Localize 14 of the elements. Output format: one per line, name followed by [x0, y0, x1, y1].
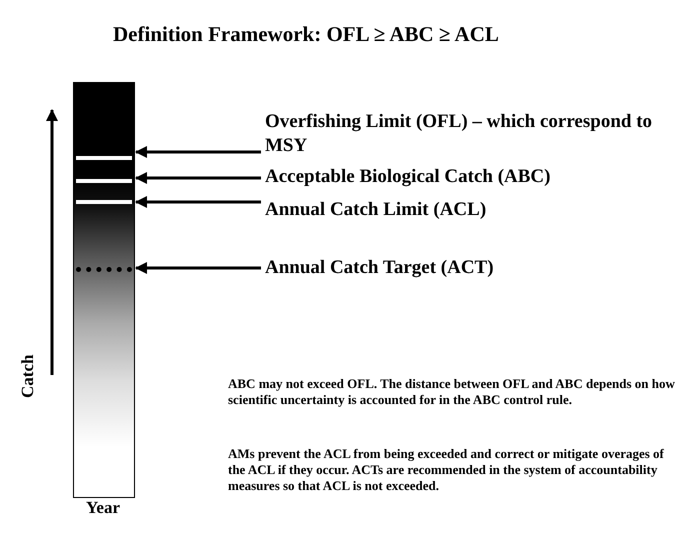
arrow [135, 262, 261, 274]
axis-label: Catch [18, 354, 38, 398]
limit-label: Overfishing Limit (OFL) – which correspond to MSY [265, 110, 665, 158]
catch-bar [73, 82, 135, 498]
axis-label: Year [86, 498, 120, 518]
arrow [135, 172, 261, 184]
limit-label: Annual Catch Limit (ACL) [265, 198, 665, 222]
diagram-title: Definition Framework: OFL ≥ ABC ≥ ACL [113, 22, 499, 47]
limit-label: Annual Catch Target (ACT) [265, 256, 665, 280]
arrow [135, 146, 261, 158]
note-text: ABC may not exceed OFL. The distance between OFL and ABC depends on how scientific uncertainty is accounted for in the ABC control rule. [228, 376, 676, 408]
arrow [135, 196, 261, 208]
note-text: AMs prevent the ACL from being exceeded and correct or mitigate overages of the ACL if they occur. ACTs are recommended in the system of accountability measures so that ACL is not exceeded. [228, 446, 665, 494]
limit-label: Acceptable Biological Catch (ABC) [265, 165, 685, 189]
